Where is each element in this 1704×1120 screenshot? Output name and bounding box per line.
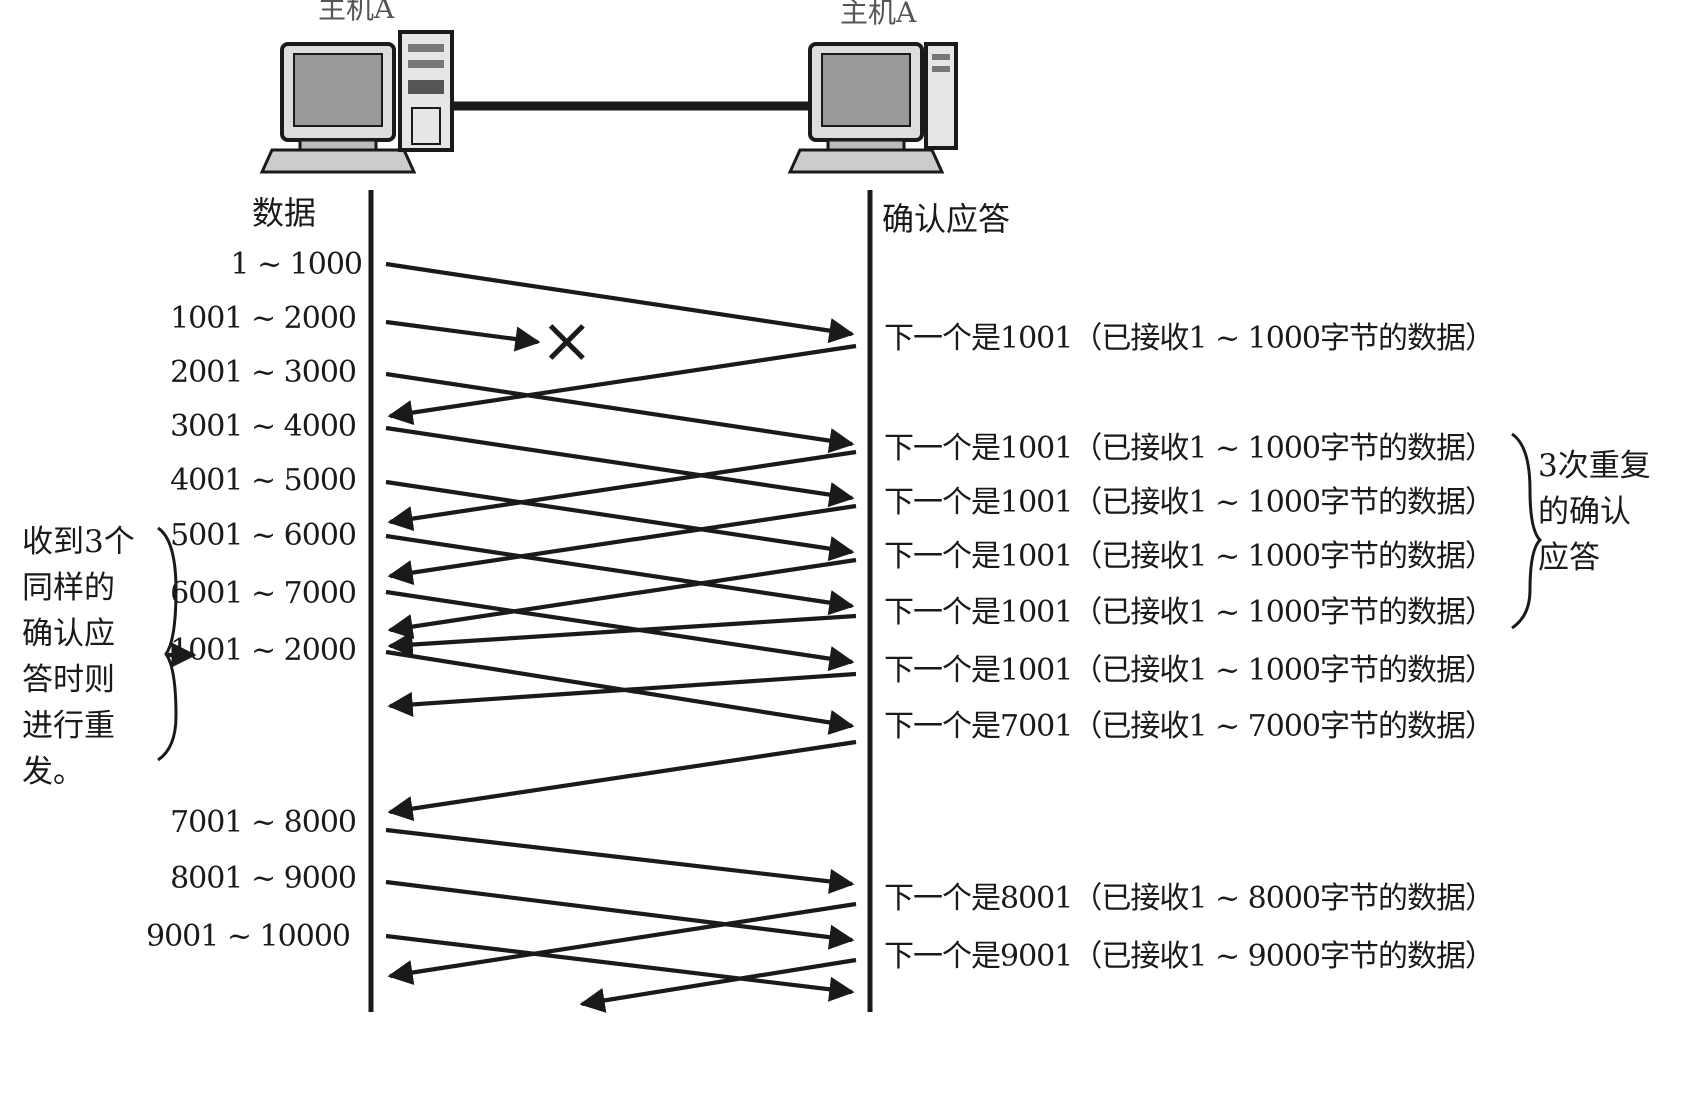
note-line: 答时则: [22, 662, 115, 698]
ack-arrow: [387, 739, 857, 822]
segment-label: 2001 ~ 3000: [170, 355, 356, 390]
segment-label: 1001 ~ 2000: [170, 301, 356, 336]
ack-arrow: [579, 957, 857, 1013]
data-column-header: 数据: [252, 194, 316, 232]
note-line: 收到3个: [22, 524, 135, 560]
ack-label: 下一个是1001（已接收1 ~ 1000字节的数据）: [884, 431, 1494, 466]
ack-label: 下一个是1001（已接收1 ~ 1000字节的数据）: [884, 539, 1494, 574]
segment-label: 9001 ~ 10000: [146, 919, 350, 954]
note-line: 的确认: [1538, 494, 1631, 530]
host-right-computer-icon: [787, 42, 958, 174]
segment-label: 6001 ~ 7000: [170, 576, 356, 611]
note-line: 3次重复: [1538, 448, 1651, 484]
data-arrow: [385, 933, 855, 1002]
ack-arrow: [387, 503, 857, 586]
ack-label: 下一个是1001（已接收1 ~ 1000字节的数据）: [884, 595, 1494, 630]
note-line: 确认应: [22, 616, 115, 652]
data-arrow: [385, 479, 855, 562]
ack-label: 下一个是1001（已接收1 ~ 1000字节的数据）: [884, 485, 1494, 520]
ack-arrow: [387, 901, 857, 985]
segment-label: 1001 ~ 2000: [170, 633, 356, 668]
note-line: 应答: [1538, 540, 1600, 576]
ack-labels: 下一个是1001（已接收1 ~ 1000字节的数据） 下一个是1001（已接收1…: [884, 321, 1495, 974]
data-arrow: [385, 533, 855, 616]
ack-arrow: [387, 449, 857, 532]
ack-label: 下一个是7001（已接收1 ~ 7000字节的数据）: [884, 709, 1494, 744]
note-line: 进行重: [22, 708, 115, 744]
ack-column-header: 确认应答: [882, 200, 1010, 238]
ack-arrow: [387, 343, 857, 426]
data-arrow: [385, 589, 855, 672]
segment-label: 5001 ~ 6000: [170, 518, 356, 553]
retransmit-note: 收到3个 同样的 确认应 答时则 进行重 发。: [22, 524, 135, 790]
ack-arrow: [387, 613, 857, 658]
segment-label: 7001 ~ 8000: [170, 805, 356, 840]
segment-label: 3001 ~ 4000: [170, 409, 356, 444]
packet-lost-marker-icon: ×: [540, 304, 594, 378]
duplicate-ack-brace: [1511, 432, 1543, 630]
data-arrow: [385, 827, 855, 894]
note-line: 发。: [22, 754, 84, 790]
segment-labels: 1 ~ 1000 1001 ~ 2000 2001 ~ 3000 3001 ~ …: [146, 247, 363, 954]
segment-label: 4001 ~ 5000: [170, 463, 356, 498]
note-line: 同样的: [22, 570, 115, 606]
ack-label: 下一个是1001（已接收1 ~ 1000字节的数据）: [884, 653, 1494, 688]
ack-label: 下一个是8001（已接收1 ~ 8000字节的数据）: [884, 881, 1494, 916]
ack-arrows: [387, 343, 857, 1013]
duplicate-ack-note: 3次重复 的确认 应答: [1538, 448, 1651, 576]
ack-label: 下一个是1001（已接收1 ~ 1000字节的数据）: [884, 321, 1494, 356]
ack-arrow: [387, 671, 857, 718]
data-arrow: [385, 879, 855, 950]
ack-label: 下一个是9001（已接收1 ~ 9000字节的数据）: [884, 939, 1494, 974]
data-arrow: [385, 371, 855, 454]
host-left-label: 主机A: [318, 0, 395, 25]
data-arrows: [385, 261, 855, 1002]
ack-arrow: [387, 557, 857, 640]
lost-data-arrow: [385, 319, 541, 352]
host-right-label: 主机A: [840, 0, 917, 29]
segment-label: 8001 ~ 9000: [170, 861, 356, 896]
segment-label: 1 ~ 1000: [230, 247, 362, 282]
data-arrow: [385, 425, 855, 508]
data-arrow: [385, 261, 855, 344]
host-left-computer-icon: [259, 30, 454, 174]
retransmit-brace: [157, 526, 178, 762]
